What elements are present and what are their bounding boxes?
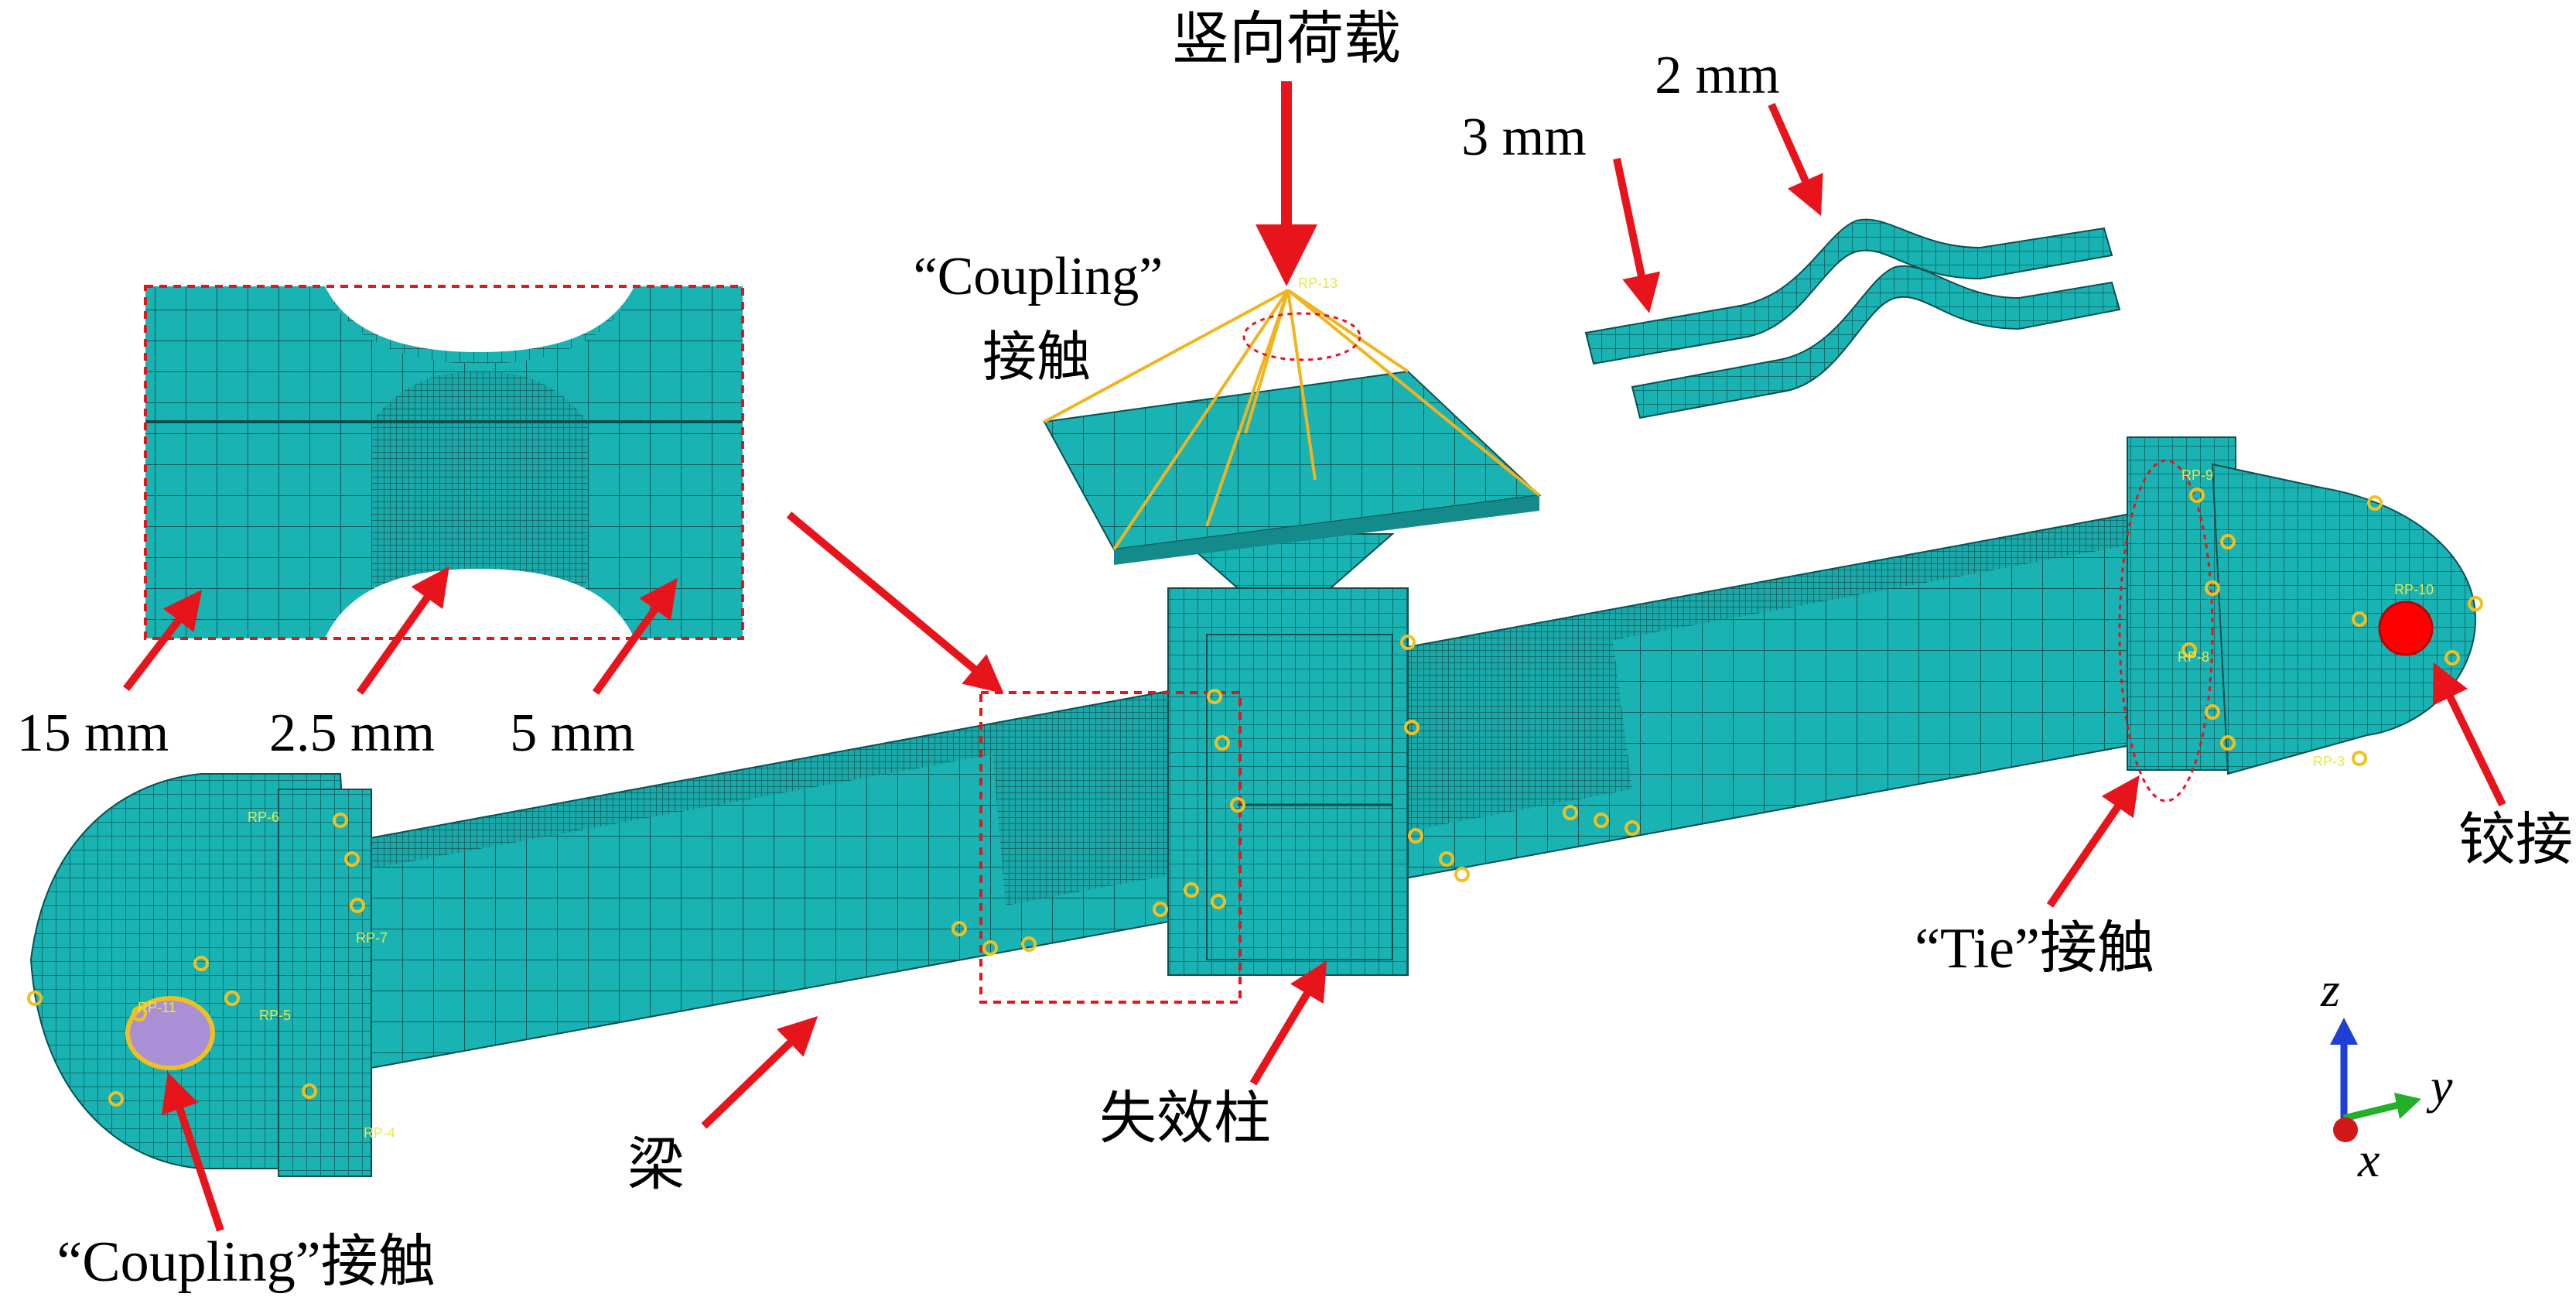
rp-label: RP-8 bbox=[2178, 649, 2209, 665]
vertical-load-arrow-head bbox=[1256, 224, 1317, 286]
rp-label: RP-10 bbox=[2394, 582, 2434, 597]
label-size-5mm: 5 mm bbox=[510, 703, 634, 763]
rp-label: RP-5 bbox=[259, 1008, 291, 1023]
failed-column bbox=[1167, 533, 1409, 976]
rp-label: RP-4 bbox=[364, 1125, 395, 1141]
label-tie-contact: “Tie”接触 bbox=[1915, 917, 2154, 980]
rp-label: RP-7 bbox=[356, 930, 388, 946]
rp-label: RP-11 bbox=[138, 1000, 176, 1015]
annotation-arrows bbox=[123, 102, 2506, 1232]
mesh-detail-inset bbox=[144, 285, 744, 640]
axis-label-x: x bbox=[2357, 1132, 2380, 1187]
detail-zone-box bbox=[979, 691, 1242, 1004]
label-contact-top: 接触 bbox=[982, 328, 1091, 388]
inset-frame bbox=[144, 285, 744, 640]
rp-label: RP-13 bbox=[1298, 275, 1338, 291]
left-end-fitting bbox=[29, 773, 372, 1177]
label-size-2mm: 2 mm bbox=[1655, 46, 1779, 105]
label-coupling-top: “Coupling” bbox=[914, 247, 1163, 306]
right-end-fitting bbox=[2118, 436, 2477, 802]
tie-region-ellipse bbox=[2118, 459, 2214, 802]
bent-plate-inset bbox=[1584, 218, 2121, 419]
axis-label-z: z bbox=[2320, 962, 2340, 1017]
label-size-3mm: 3 mm bbox=[1461, 108, 1586, 167]
axis-label-y: y bbox=[2426, 1059, 2453, 1114]
rp-label: RP-6 bbox=[248, 809, 279, 825]
label-coupling-bottom: “Coupling”接触 bbox=[56, 1230, 435, 1294]
label-hinge: 铰接 bbox=[2458, 809, 2573, 872]
reference-point-markers bbox=[27, 488, 2483, 1107]
rp-label: RP-3 bbox=[2313, 754, 2345, 769]
coupling-region-ellipse bbox=[1242, 312, 1361, 361]
axis-triad: z y x bbox=[2320, 962, 2453, 1187]
label-vertical-load: 竖向荷载 bbox=[1172, 8, 1401, 71]
load-plate bbox=[1043, 370, 1542, 565]
hinge-point bbox=[2378, 601, 2434, 656]
label-failed-column: 失效柱 bbox=[1099, 1087, 1271, 1151]
label-size-15mm: 15 mm bbox=[17, 703, 169, 763]
label-size-2-5mm: 2.5 mm bbox=[269, 703, 435, 763]
rp-label: RP-9 bbox=[2181, 467, 2213, 483]
label-beam: 梁 bbox=[627, 1134, 685, 1197]
